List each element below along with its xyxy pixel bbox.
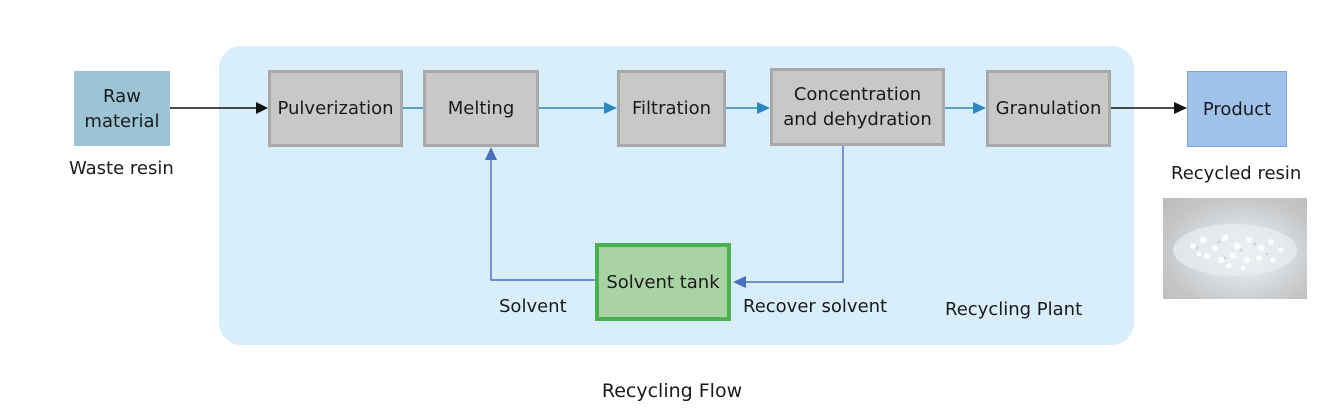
pulverization-step: Pulverization	[268, 70, 403, 147]
filtration-label: Filtration	[631, 98, 711, 119]
filtration-step: Filtration	[617, 70, 726, 147]
granulation-label: Granulation	[995, 98, 1102, 119]
product-label: Product	[1202, 98, 1272, 120]
melting-to-filtration-arrowhead	[604, 102, 617, 114]
filtration-to-concentration-arrowhead	[757, 102, 770, 114]
pulverization-label: Pulverization	[277, 98, 394, 119]
concentration-label-line2: and dehydration	[783, 109, 932, 130]
concentration-dehydration-step: Concentration and dehydration	[770, 68, 945, 146]
raw-material-label-line2: material	[84, 110, 160, 132]
concentration-to-granulation-arrowhead	[973, 102, 986, 114]
recycled-resin-pellets-image	[1163, 198, 1307, 299]
raw-to-pulverization-arrowhead	[256, 102, 268, 114]
granulation-step: Granulation	[986, 70, 1111, 147]
recover-solvent-line	[744, 146, 844, 283]
figure-caption: Recycling Flow	[601, 380, 743, 402]
solvent-tank-label: Solvent tank	[606, 271, 720, 293]
solvent-return-line	[490, 160, 595, 281]
solvent-label: Solvent	[499, 296, 567, 317]
resin-pellets-graphic	[1173, 224, 1297, 276]
waste-resin-caption: Waste resin	[69, 158, 174, 179]
solvent-return-arrowhead	[485, 147, 497, 160]
recycling-plant-label: Recycling Plant	[945, 299, 1083, 320]
melting-step: Melting	[423, 70, 539, 147]
solvent-tank-box: Solvent tank	[595, 243, 731, 321]
raw-material-label-line1: Raw	[103, 85, 141, 107]
granulation-to-product-arrowhead	[1174, 102, 1187, 114]
product-box: Product	[1187, 71, 1287, 147]
raw-material-box: Raw material	[74, 71, 170, 146]
recover-solvent-arrowhead	[733, 276, 746, 288]
melting-label: Melting	[447, 98, 515, 119]
recover-solvent-label: Recover solvent	[743, 296, 888, 317]
concentration-label-line1: Concentration	[793, 84, 922, 105]
recycled-resin-caption: Recycled resin	[1171, 163, 1302, 184]
